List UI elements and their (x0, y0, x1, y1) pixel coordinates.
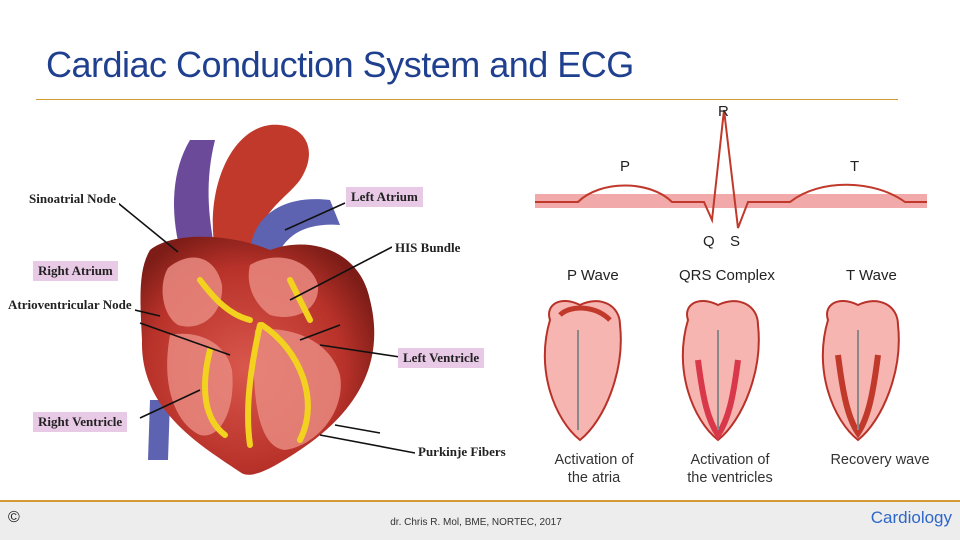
caption-ventricles: Activation of the ventricles (687, 452, 773, 486)
ecg-strip (535, 109, 927, 229)
inferior-vena-cava (148, 400, 170, 460)
right-ventricle (167, 333, 233, 436)
ecg-peak-q: Q (703, 233, 715, 250)
wave-title-qrs: QRS Complex (679, 267, 775, 284)
footer-bar (0, 500, 960, 540)
footer-credit: dr. Chris R. Mol, BME, NORTEC, 2017 (0, 517, 960, 528)
right-atrium (162, 257, 223, 327)
footer-credit-text: dr. Chris R. Mol, BME, NORTEC, 2017 (390, 517, 562, 528)
label-left-ventricle: Left Ventricle (398, 348, 485, 368)
copyright-symbol: © (8, 509, 20, 526)
caption-atria: Activation of the atria (554, 452, 634, 486)
label-his-bundle: HIS Bundle (392, 239, 464, 257)
p-wave-heart (543, 300, 622, 442)
label-av-node: Atrioventricular Node (5, 296, 135, 314)
heart-diagram (117, 109, 927, 475)
left-ventricle (253, 329, 341, 450)
label-right-atrium: Right Atrium (33, 261, 118, 281)
superior-vena-cava (174, 140, 215, 250)
wave-title-p: P Wave (567, 267, 619, 284)
label-pointers (117, 202, 416, 454)
caption-recovery: Recovery wave (830, 452, 930, 468)
label-right-ventricle: Right Ventricle (33, 412, 128, 432)
t-wave-heart (821, 300, 900, 442)
aorta (212, 124, 309, 250)
ecg-peak-s: S (730, 233, 741, 250)
slide-title: Cardiac Conduction System and ECG (46, 44, 634, 85)
label-left-atrium: Left Atrium (346, 187, 423, 207)
qrs-heart (681, 300, 760, 442)
label-sinoatrial-node: Sinoatrial Node (26, 190, 120, 208)
ecg-peak-r: R (718, 103, 729, 120)
title-divider (36, 99, 898, 100)
footer-tag: Cardiology (870, 508, 952, 527)
conduction-paths (197, 277, 313, 448)
ecg-peak-p: P (620, 158, 631, 175)
footer-accent (0, 500, 960, 502)
wave-title-t: T Wave (846, 267, 897, 284)
label-purkinje-fibers: Purkinje Fibers (415, 443, 509, 461)
ecg-peak-t: T (850, 158, 860, 175)
